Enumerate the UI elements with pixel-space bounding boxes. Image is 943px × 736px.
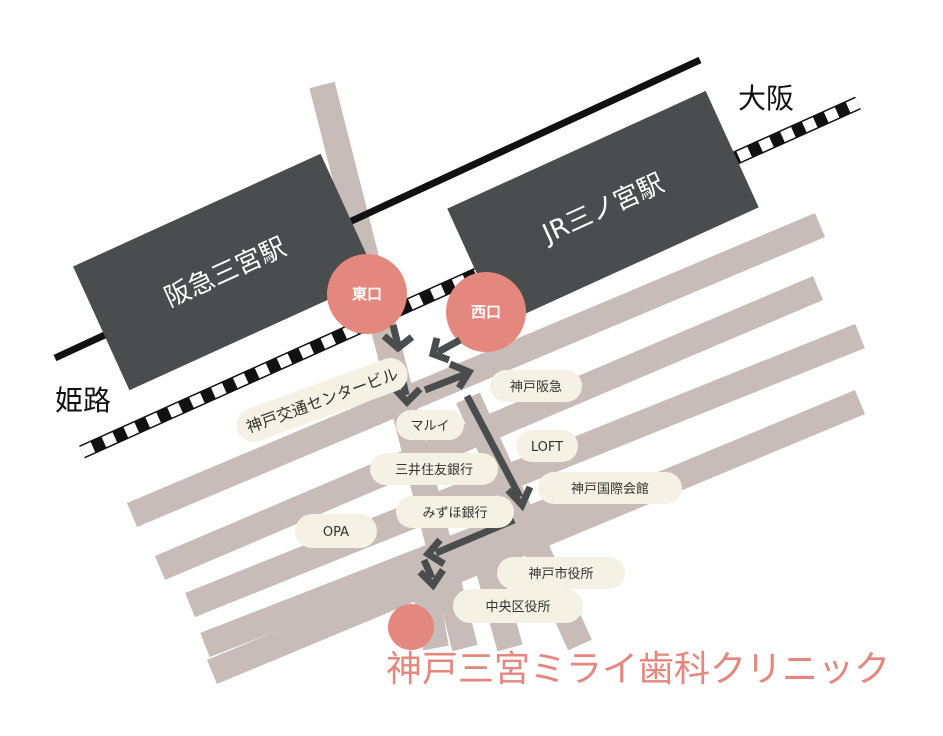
road-horizontal-5 [207, 390, 865, 684]
jr-station: JR三ノ宮駅 [447, 90, 759, 326]
landmark-label-bg [453, 589, 583, 623]
clinic-location-marker [388, 604, 434, 650]
west-exit-marker [446, 272, 526, 352]
route-arrow-icon [505, 485, 534, 512]
route-arrow-icon [422, 537, 446, 567]
landmark-label: 神戸市役所 [528, 566, 593, 582]
east-exit-label: 東口 [352, 285, 382, 303]
landmark-smbc: 三井住友銀行 [370, 453, 498, 485]
landmark-label-bg [370, 453, 498, 485]
route-arrow-icon [417, 568, 446, 591]
landmark-label: 神戸阪急 [510, 380, 562, 395]
landmark-label: 三井住友銀行 [395, 462, 473, 478]
landmark-label: みずほ銀行 [422, 506, 487, 521]
landmark-label-bg [516, 430, 578, 462]
road-horizontal-2 [154, 276, 824, 580]
landmark-kobe-hankyu: 神戸阪急 [490, 370, 582, 402]
route-arrow-icon [381, 333, 415, 353]
landmark-label: OPA [323, 525, 349, 540]
landmark-loft: LOFT [516, 430, 578, 462]
landmark-label: 神戸国際会館 [571, 482, 649, 497]
landmark-kokusai-kaikan: 神戸国際会館 [538, 472, 682, 504]
direction-east-label: 大阪 [738, 82, 794, 115]
landmark-label-bg [490, 370, 582, 402]
road-horizontal-3 [185, 323, 865, 618]
landmark-label-bg [538, 472, 682, 504]
route-segment-south [463, 394, 524, 499]
landmark-label-bg [295, 514, 377, 548]
landmark-label-bg [497, 557, 625, 589]
landmark-chuo-ward-office: 中央区役所 [453, 589, 583, 623]
route-arrow-icon [428, 337, 451, 364]
landmark-city-hall: 神戸市役所 [497, 557, 625, 589]
landmark-label: マルイ [410, 419, 449, 434]
route-arrow-icon [391, 385, 423, 408]
route-segment-east-exit [389, 324, 402, 346]
landmark-label-bg [396, 496, 514, 528]
route-segment-west-exit [436, 336, 462, 356]
road-horizontal-1 [126, 213, 826, 527]
hankyu-station: 阪急三宮駅 [73, 153, 377, 391]
route-arrow-icon [448, 360, 475, 390]
route-segment-final [420, 558, 436, 580]
landmark-label: 中央区役所 [485, 600, 550, 615]
route-segment-cross [423, 370, 468, 394]
road-horizontal-4 [200, 484, 590, 658]
clinic-name-label: 神戸三宮ミライ歯科クリニック [386, 649, 890, 690]
landmark-opa: OPA [295, 514, 377, 548]
landmark-label-bg [236, 358, 408, 442]
landmark-marui: マルイ [396, 410, 464, 440]
landmark-mizuho: みずほ銀行 [396, 496, 514, 528]
hankyu-station-building [73, 153, 377, 391]
landmark-label: LOFT [531, 440, 563, 455]
direction-west-label: 姫路 [55, 384, 111, 417]
east-exit-marker [327, 254, 407, 334]
jr-station-building [447, 90, 759, 326]
landmark-label-bg [396, 410, 464, 440]
west-exit-label: 西口 [471, 303, 501, 321]
